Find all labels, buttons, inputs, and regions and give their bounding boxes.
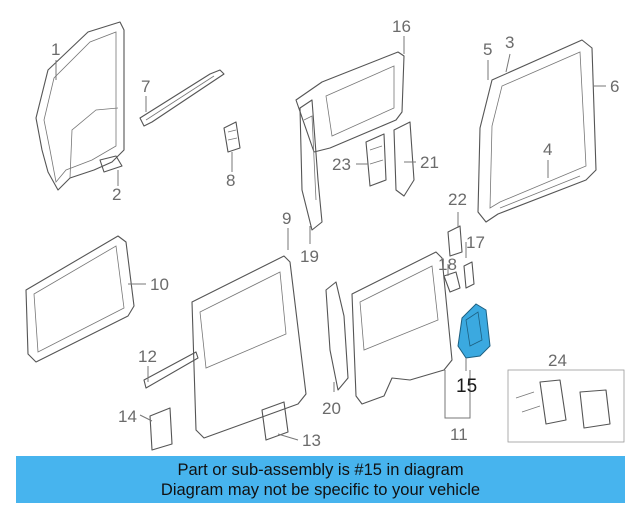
callout-3: 3: [505, 33, 514, 52]
banner-line-2: Diagram may not be specific to your vehi…: [160, 480, 481, 499]
part-12-rail[interactable]: [143, 351, 199, 389]
banner-line-1: Part or sub-assembly is #15 in diagram: [177, 460, 464, 479]
callout-13: 13: [302, 431, 321, 450]
part-2-pillar-bracket[interactable]: [99, 155, 123, 173]
callout-18: 18: [438, 255, 457, 274]
callout-21: 21: [420, 153, 439, 172]
callout-1: 1: [51, 40, 60, 59]
part-7-drip-strip[interactable]: [139, 69, 225, 127]
part-18-clip[interactable]: [443, 271, 461, 293]
callout-7: 7: [141, 77, 150, 96]
part-9-door-panel[interactable]: [191, 255, 307, 439]
callout-12: 12: [138, 347, 157, 366]
callout-2: 2: [112, 185, 121, 204]
part-24-inset-box[interactable]: [507, 369, 625, 443]
callout-9: 9: [282, 209, 291, 228]
part-20-reinforcement[interactable]: [325, 281, 349, 391]
part-10-side-panel[interactable]: [25, 235, 135, 363]
callout-16: 16: [392, 17, 411, 36]
part-17-clip[interactable]: [463, 261, 475, 289]
part-1-front-pillar[interactable]: [35, 21, 125, 191]
leader-lines: [55, 36, 606, 441]
part-14-bracket[interactable]: [149, 407, 173, 451]
callout-8: 8: [226, 171, 235, 190]
part-21-bracket[interactable]: [393, 121, 415, 197]
callout-5: 5: [483, 40, 492, 59]
callout-10: 10: [150, 275, 169, 294]
part-16-roof-side-panel[interactable]: [295, 51, 405, 153]
callout-20: 20: [322, 399, 341, 418]
callout-15: 15: [456, 376, 477, 397]
part-19-center-pillar[interactable]: [299, 99, 323, 231]
part-13-patch[interactable]: [261, 401, 289, 441]
part-11-quarter-panel[interactable]: [351, 251, 453, 405]
callout-24: 24: [548, 351, 567, 370]
callout-23: 23: [332, 155, 351, 174]
callout-6: 6: [610, 77, 619, 96]
callout-17: 17: [466, 233, 485, 252]
part-22-bracket[interactable]: [447, 225, 463, 257]
part-15-highlighted-bracket[interactable]: [457, 303, 491, 359]
info-banner: Part or sub-assembly is #15 in diagram D…: [16, 456, 625, 503]
callout-4: 4: [543, 140, 552, 159]
callout-14: 14: [118, 407, 137, 426]
callout-11: 11: [450, 425, 468, 444]
part-8-bracket[interactable]: [223, 121, 241, 153]
callout-19: 19: [300, 247, 319, 266]
part-3-rear-frame[interactable]: [477, 39, 597, 223]
part-23-bracket[interactable]: [365, 133, 387, 187]
callout-22: 22: [448, 190, 467, 209]
